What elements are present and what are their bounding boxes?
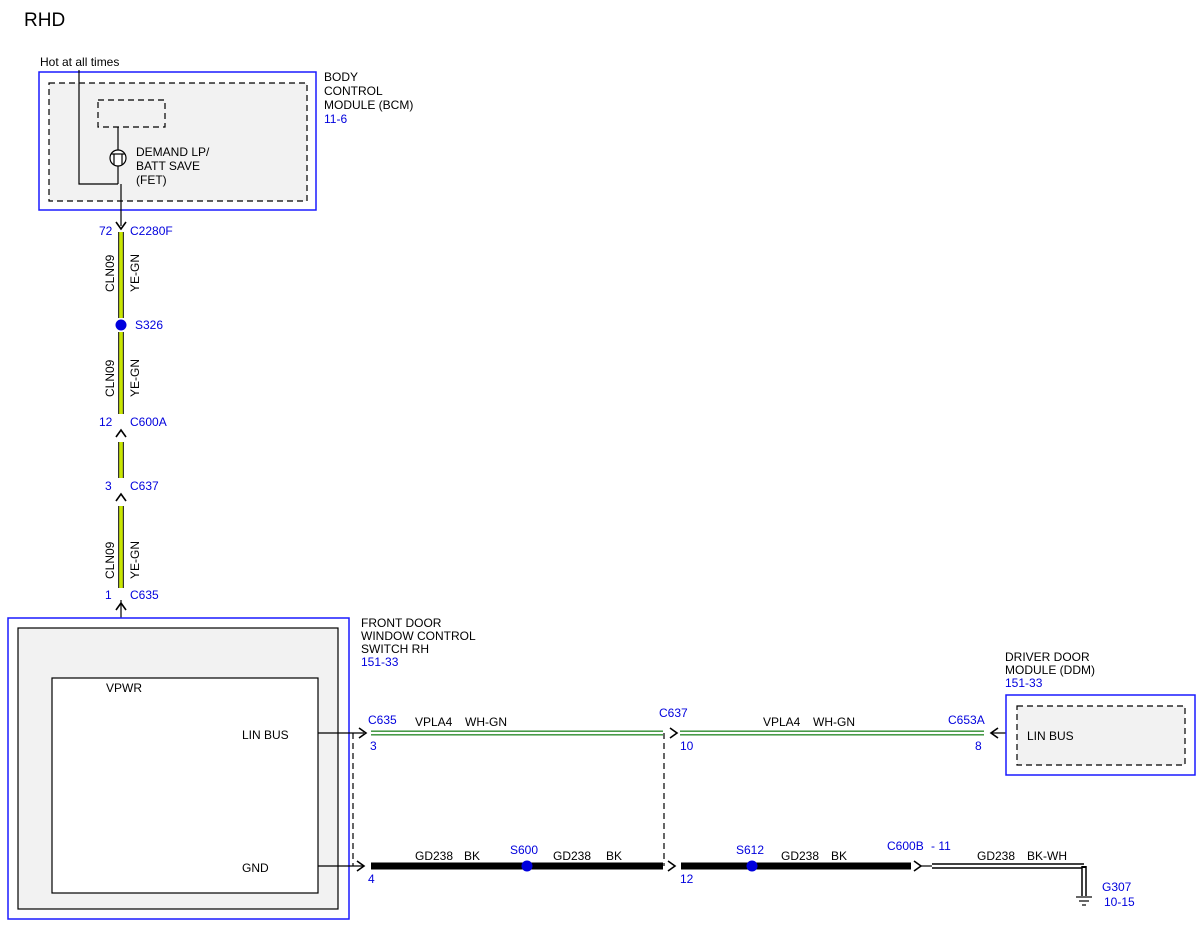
c600a-connector-icon (115, 428, 127, 438)
switch-name-line-1: FRONT DOOR (361, 616, 442, 630)
c637-gnd-connector-icon (667, 860, 677, 872)
c600b-connector-icon (913, 860, 923, 872)
c2280f-connector-icon (115, 221, 127, 231)
wh-gn-label-right: WH-GN (813, 715, 855, 729)
bcm-internal-block (97, 99, 166, 128)
s600-splice[interactable] (521, 860, 533, 872)
ddm-ref: 151-33 (1005, 676, 1043, 690)
switch-ref: 151-33 (361, 655, 399, 669)
wh-gn-label-left: WH-GN (465, 715, 507, 729)
fet-label-line-2: BATT SAVE (136, 159, 200, 173)
bcm-name-line-3: MODULE (BCM) (324, 98, 413, 112)
c635-vertical-pin: 1 (105, 588, 112, 602)
fet-transistor-icon (109, 149, 127, 167)
ye-gn-color-label-3: YE-GN (128, 541, 142, 579)
battery-feed-wire (78, 70, 118, 185)
s326-label: S326 (135, 318, 163, 332)
gd238-label-1: GD238 (415, 849, 453, 863)
c637-vertical-connector-icon (115, 492, 127, 502)
gd238-wire[interactable] (371, 862, 1087, 896)
c600a-label: C600A (130, 415, 167, 429)
c635-gnd-connector-icon (356, 860, 366, 872)
fet-label-line-1: DEMAND LP/ (136, 145, 210, 159)
c637-lin-pin: 10 (680, 739, 694, 753)
s600-label: S600 (510, 843, 538, 857)
fet-label-line-3: (FET) (136, 173, 167, 187)
page-title: RHD (24, 10, 65, 31)
gd238-label-3: GD238 (781, 849, 819, 863)
c635-lin-pin: 3 (370, 739, 377, 753)
c635-lin-label: C635 (368, 713, 397, 727)
c600b-label: C600B (887, 839, 924, 853)
c653a-label: C653A (948, 713, 985, 727)
bk-label-2: BK (606, 849, 622, 863)
ye-gn-color-label-2: YE-GN (128, 359, 142, 397)
c637-lin-label: C637 (659, 706, 688, 720)
ddm-lin-bus-label: LIN BUS (1027, 729, 1074, 743)
c2280f-label: C2280F (130, 224, 173, 238)
switch-name-line-3: SWITCH RH (361, 642, 429, 656)
s326-splice[interactable] (115, 319, 127, 331)
gd238-label-4: GD238 (977, 849, 1015, 863)
lin-bus-pin-label: LIN BUS (242, 728, 289, 742)
c635-vertical-label: C635 (130, 588, 159, 602)
s612-splice[interactable] (746, 860, 758, 872)
vpla4-label-right: VPLA4 (763, 715, 801, 729)
vpwr-pin-label: VPWR (106, 681, 142, 695)
c637-vertical-pin: 3 (105, 479, 112, 493)
ye-gn-color-label-1: YE-GN (128, 254, 142, 292)
cln09-circuit-label-2: CLN09 (103, 359, 117, 397)
ddm-name-line-1: DRIVER DOOR (1005, 650, 1090, 664)
c635-lin-connector-icon (358, 727, 368, 739)
ddm-name-line-2: MODULE (DDM) (1005, 663, 1095, 677)
window-switch-module[interactable] (7, 617, 350, 920)
c653a-pin: 8 (975, 739, 982, 753)
c637-gnd-pin: 12 (680, 872, 694, 886)
cln09-circuit-label-3: CLN09 (103, 541, 117, 579)
gd238-label-2: GD238 (553, 849, 591, 863)
switch-internal-block (51, 677, 319, 894)
vpla4-label-left: VPLA4 (415, 715, 453, 729)
s612-label: S612 (736, 843, 764, 857)
hot-at-all-times-label: Hot at all times (40, 55, 119, 69)
ddm-module[interactable] (1005, 694, 1196, 776)
bk-label-1: BK (464, 849, 480, 863)
bk-label-3: BK (831, 849, 847, 863)
g307-label: G307 (1102, 880, 1132, 894)
bcm-name-line-1: BODY (324, 70, 358, 84)
c600a-pin: 12 (99, 415, 113, 429)
switch-name-line-2: WINDOW CONTROL (361, 629, 476, 643)
ground-icon (1076, 896, 1092, 906)
bcm-module[interactable] (38, 71, 317, 211)
bcm-name-line-2: CONTROL (324, 84, 383, 98)
c637-vertical-label: C637 (130, 479, 159, 493)
c600b-pin: - 11 (931, 839, 951, 853)
g307-ref: 10-15 (1104, 895, 1135, 909)
bk-wh-label: BK-WH (1027, 849, 1067, 863)
c637-lin-connector-icon (669, 727, 679, 739)
c635-gnd-pin: 4 (368, 872, 375, 886)
gnd-pin-label: GND (242, 861, 269, 875)
c2280f-pin: 72 (99, 224, 113, 238)
bcm-ref: 11-6 (324, 112, 347, 126)
cln09-circuit-label-1: CLN09 (103, 254, 117, 292)
